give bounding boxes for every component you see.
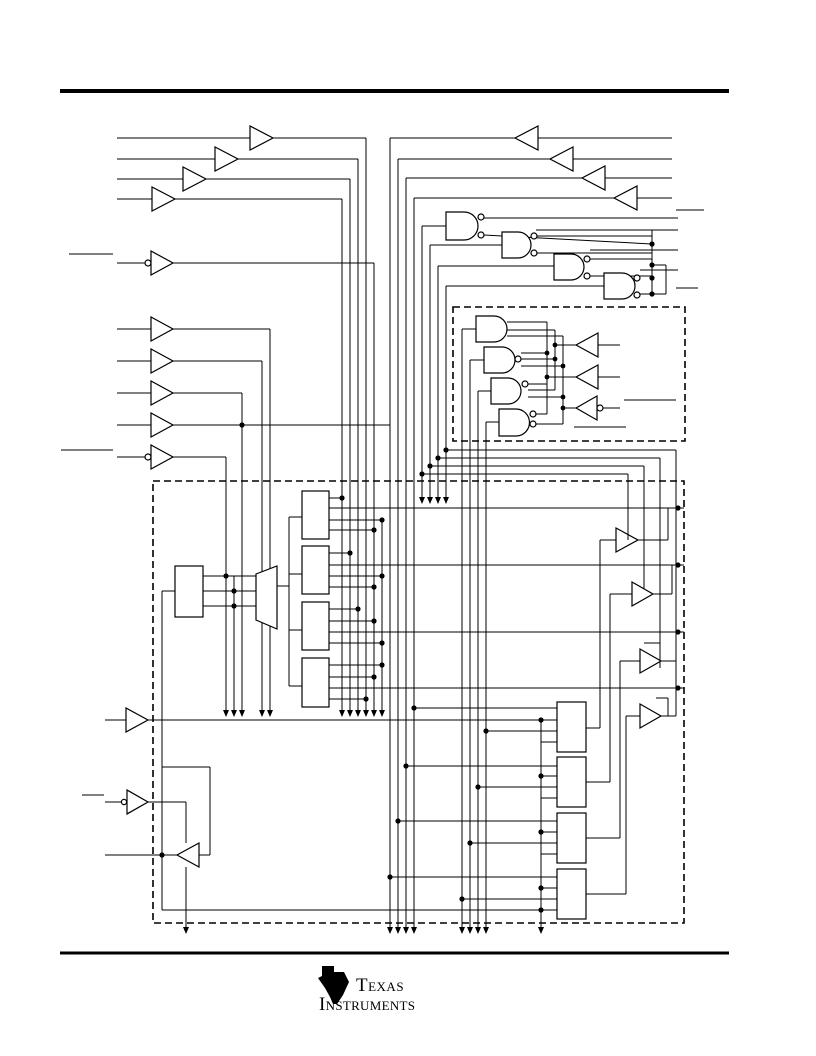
nand-gate-4 bbox=[603, 272, 636, 300]
ti-state-logo-icon bbox=[318, 966, 349, 1004]
nand-gate-3 bbox=[553, 253, 585, 281]
logo-line-1: Texas bbox=[356, 975, 404, 996]
nand-gate-2 bbox=[501, 231, 532, 259]
nand-gate-1 bbox=[445, 211, 479, 241]
multiplexer bbox=[255, 516, 302, 687]
bottom-bus-arrows bbox=[183, 708, 544, 934]
output-registers bbox=[148, 701, 587, 929]
latch-bus-arrows bbox=[223, 497, 449, 717]
upper-right-dashed-block bbox=[452, 306, 686, 442]
ti-logo: Texas Instruments bbox=[318, 966, 415, 1015]
enable-bus bbox=[419, 447, 677, 716]
output-buffers bbox=[586, 508, 677, 895]
enable-decode-gates bbox=[461, 315, 676, 929]
top-right-input-buffers bbox=[389, 125, 672, 929]
main-dashed-block bbox=[152, 480, 685, 924]
clock-section bbox=[82, 706, 211, 929]
top-right-nand-gates bbox=[421, 209, 704, 500]
middle-left-input-buffers bbox=[61, 315, 391, 929]
latch-stack bbox=[301, 490, 684, 713]
logo-line-2: Instruments bbox=[319, 994, 415, 1015]
control-register bbox=[161, 565, 256, 910]
